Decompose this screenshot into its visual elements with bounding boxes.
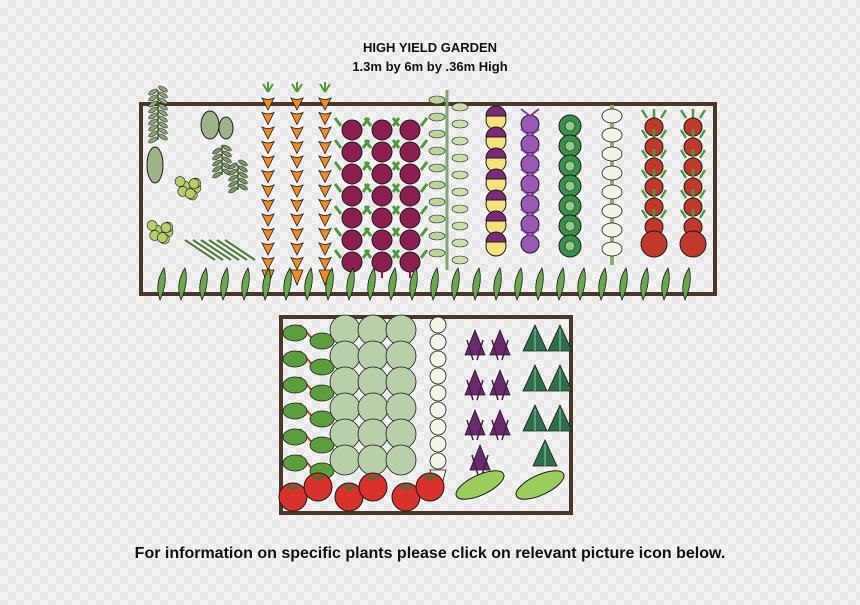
tomato-icon[interactable]	[416, 473, 444, 501]
silverbeet-icon[interactable]	[283, 325, 334, 479]
rosemary-icon[interactable]	[148, 85, 169, 144]
chives-icon[interactable]	[185, 240, 255, 260]
zucchini-icon[interactable]	[452, 465, 508, 505]
zucchini-icon[interactable]	[512, 465, 568, 505]
carrot-icon[interactable]	[319, 82, 331, 285]
radish-icon[interactable]	[680, 109, 706, 257]
leek-icon[interactable]	[602, 105, 622, 265]
beetroot-icon[interactable]	[335, 118, 369, 278]
radish-icon[interactable]	[641, 109, 667, 257]
thyme-icon[interactable]	[212, 144, 249, 194]
carrot-icon[interactable]	[262, 82, 274, 285]
parsnip-icon[interactable]	[430, 317, 446, 498]
tomato-icon[interactable]	[279, 483, 307, 511]
tomato-icon[interactable]	[304, 473, 332, 501]
cabbage-icon[interactable]	[559, 115, 581, 257]
kale-icon[interactable]	[523, 325, 572, 466]
turnip-icon[interactable]	[486, 106, 506, 256]
tomato-icon[interactable]	[359, 473, 387, 501]
red-lettuce-icon[interactable]	[465, 330, 510, 475]
celery-icon[interactable]	[429, 90, 468, 270]
footer-instruction: For information on specific plants pleas…	[0, 545, 860, 563]
carrot-icon[interactable]	[291, 82, 303, 285]
lettuce-icon[interactable]	[330, 315, 416, 475]
parsley-icon[interactable]	[147, 177, 201, 244]
kohlrabi-icon[interactable]	[521, 109, 539, 253]
